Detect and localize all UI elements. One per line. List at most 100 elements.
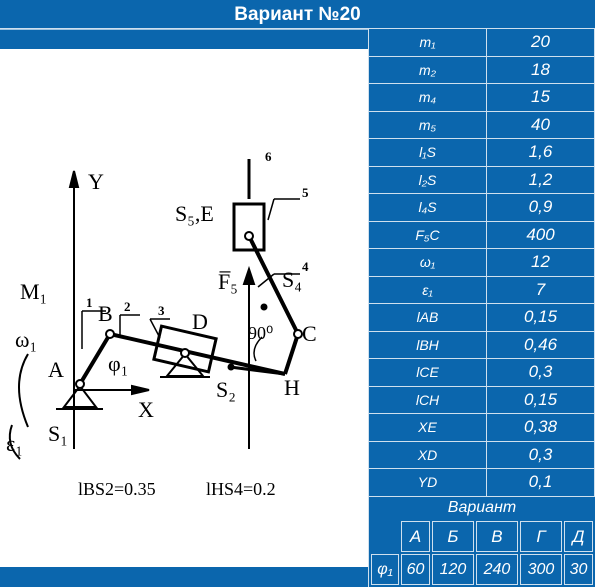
label-s4: S₄: [282, 267, 302, 292]
formula-left: lBS2=0.35: [78, 479, 156, 499]
x-axis-arrow: [131, 384, 150, 396]
parameter-value: 400: [486, 221, 595, 249]
parameter-key: l₄S: [368, 194, 486, 222]
parameter-key: l₂S: [368, 166, 486, 194]
parameter-key: m₄: [368, 84, 486, 112]
parameter-value: 0,15: [486, 386, 595, 414]
parameter-key: m₁: [368, 29, 486, 57]
label-n1: 1: [86, 295, 93, 310]
mechanism-svg: Y X A S₁ B φ₁ M₁ ω₁ ε₁ D S₂ H C S₄ S₅,E …: [6, 149, 317, 499]
variant-value: 240: [475, 554, 518, 585]
label-omega1: ω₁: [15, 327, 37, 352]
left-header-strip: [0, 29, 368, 49]
variant-value: 300: [519, 554, 562, 585]
epsilon-arc: [8, 424, 21, 460]
leader-4: [257, 273, 275, 288]
label-n2: 2: [124, 299, 131, 314]
joint-e: [244, 231, 254, 241]
variant-corner: [371, 521, 399, 552]
support-a: [61, 384, 99, 408]
label-f5: F̅₅: [218, 269, 238, 294]
parameter-value: 1,6: [486, 139, 595, 167]
left-footer-strip: [0, 567, 368, 587]
moment-arc: [18, 353, 29, 428]
label-n3: 3: [158, 303, 165, 318]
label-m1: M₁: [20, 279, 47, 304]
label-s2: S₂: [216, 377, 236, 402]
variant-column-header: Д: [563, 521, 593, 552]
parameter-key: XE: [368, 414, 486, 442]
parameter-value: 18: [486, 56, 595, 84]
parameter-value: 1,2: [486, 166, 595, 194]
variant-value: 30: [563, 554, 593, 585]
parameter-key: ω₁: [368, 249, 486, 277]
variant-value: 60: [401, 554, 430, 585]
label-n4: 4: [302, 259, 309, 274]
angle-arm: [229, 365, 286, 376]
parameter-key: YD: [368, 469, 486, 497]
parameter-value: 0,1: [486, 469, 595, 497]
parameter-value: 7: [486, 276, 595, 304]
parameter-key: lBH: [368, 331, 486, 359]
parameter-value: 0,3: [486, 441, 595, 469]
slider-5: [232, 202, 266, 252]
joint-d: [180, 348, 190, 358]
link-1: [78, 332, 112, 386]
point-s2: [227, 363, 235, 371]
parameter-value: 40: [486, 111, 595, 139]
label-x: X: [138, 397, 154, 422]
variant-value: 120: [431, 554, 474, 585]
label-s1: S₁: [48, 421, 68, 446]
label-n5: 5: [302, 185, 309, 200]
label-d: D: [192, 309, 208, 334]
parameter-value: 20: [486, 29, 595, 57]
variant-column-header: В: [475, 521, 518, 552]
parameter-key: lCH: [368, 386, 486, 414]
joint-a: [75, 379, 85, 389]
page-title: Вариант №20: [0, 0, 595, 29]
variant-header: Вариант: [368, 497, 595, 519]
label-a: A: [48, 357, 64, 382]
label-y: Y: [88, 169, 104, 194]
label-h: H: [284, 375, 300, 400]
parameter-value: 0,38: [486, 414, 595, 442]
leader-5: [267, 198, 275, 221]
parameter-value: 0,9: [486, 194, 595, 222]
parameter-value: 0,3: [486, 359, 595, 387]
parameter-value: 0,15: [486, 304, 595, 332]
parameter-value: 15: [486, 84, 595, 112]
parameter-key: F₅C: [368, 221, 486, 249]
link-ch: [283, 333, 300, 375]
parameter-key: lAB: [368, 304, 486, 332]
variant-column-header: Б: [431, 521, 474, 552]
parameter-key: m₅: [368, 111, 486, 139]
label-phi1: φ₁: [108, 351, 128, 376]
variant-row-label: φ₁: [371, 554, 399, 585]
parameter-key: ε₁: [368, 276, 486, 304]
joint-c: [293, 329, 303, 339]
label-angle: 90⁰: [248, 323, 273, 343]
variant-column-header: А: [401, 521, 430, 552]
label-eps1: ε₁: [6, 431, 23, 456]
variant-column-header: Г: [519, 521, 562, 552]
point-s4: [260, 303, 268, 311]
angle-arc: [253, 336, 263, 362]
parameter-key: lCE: [368, 359, 486, 387]
